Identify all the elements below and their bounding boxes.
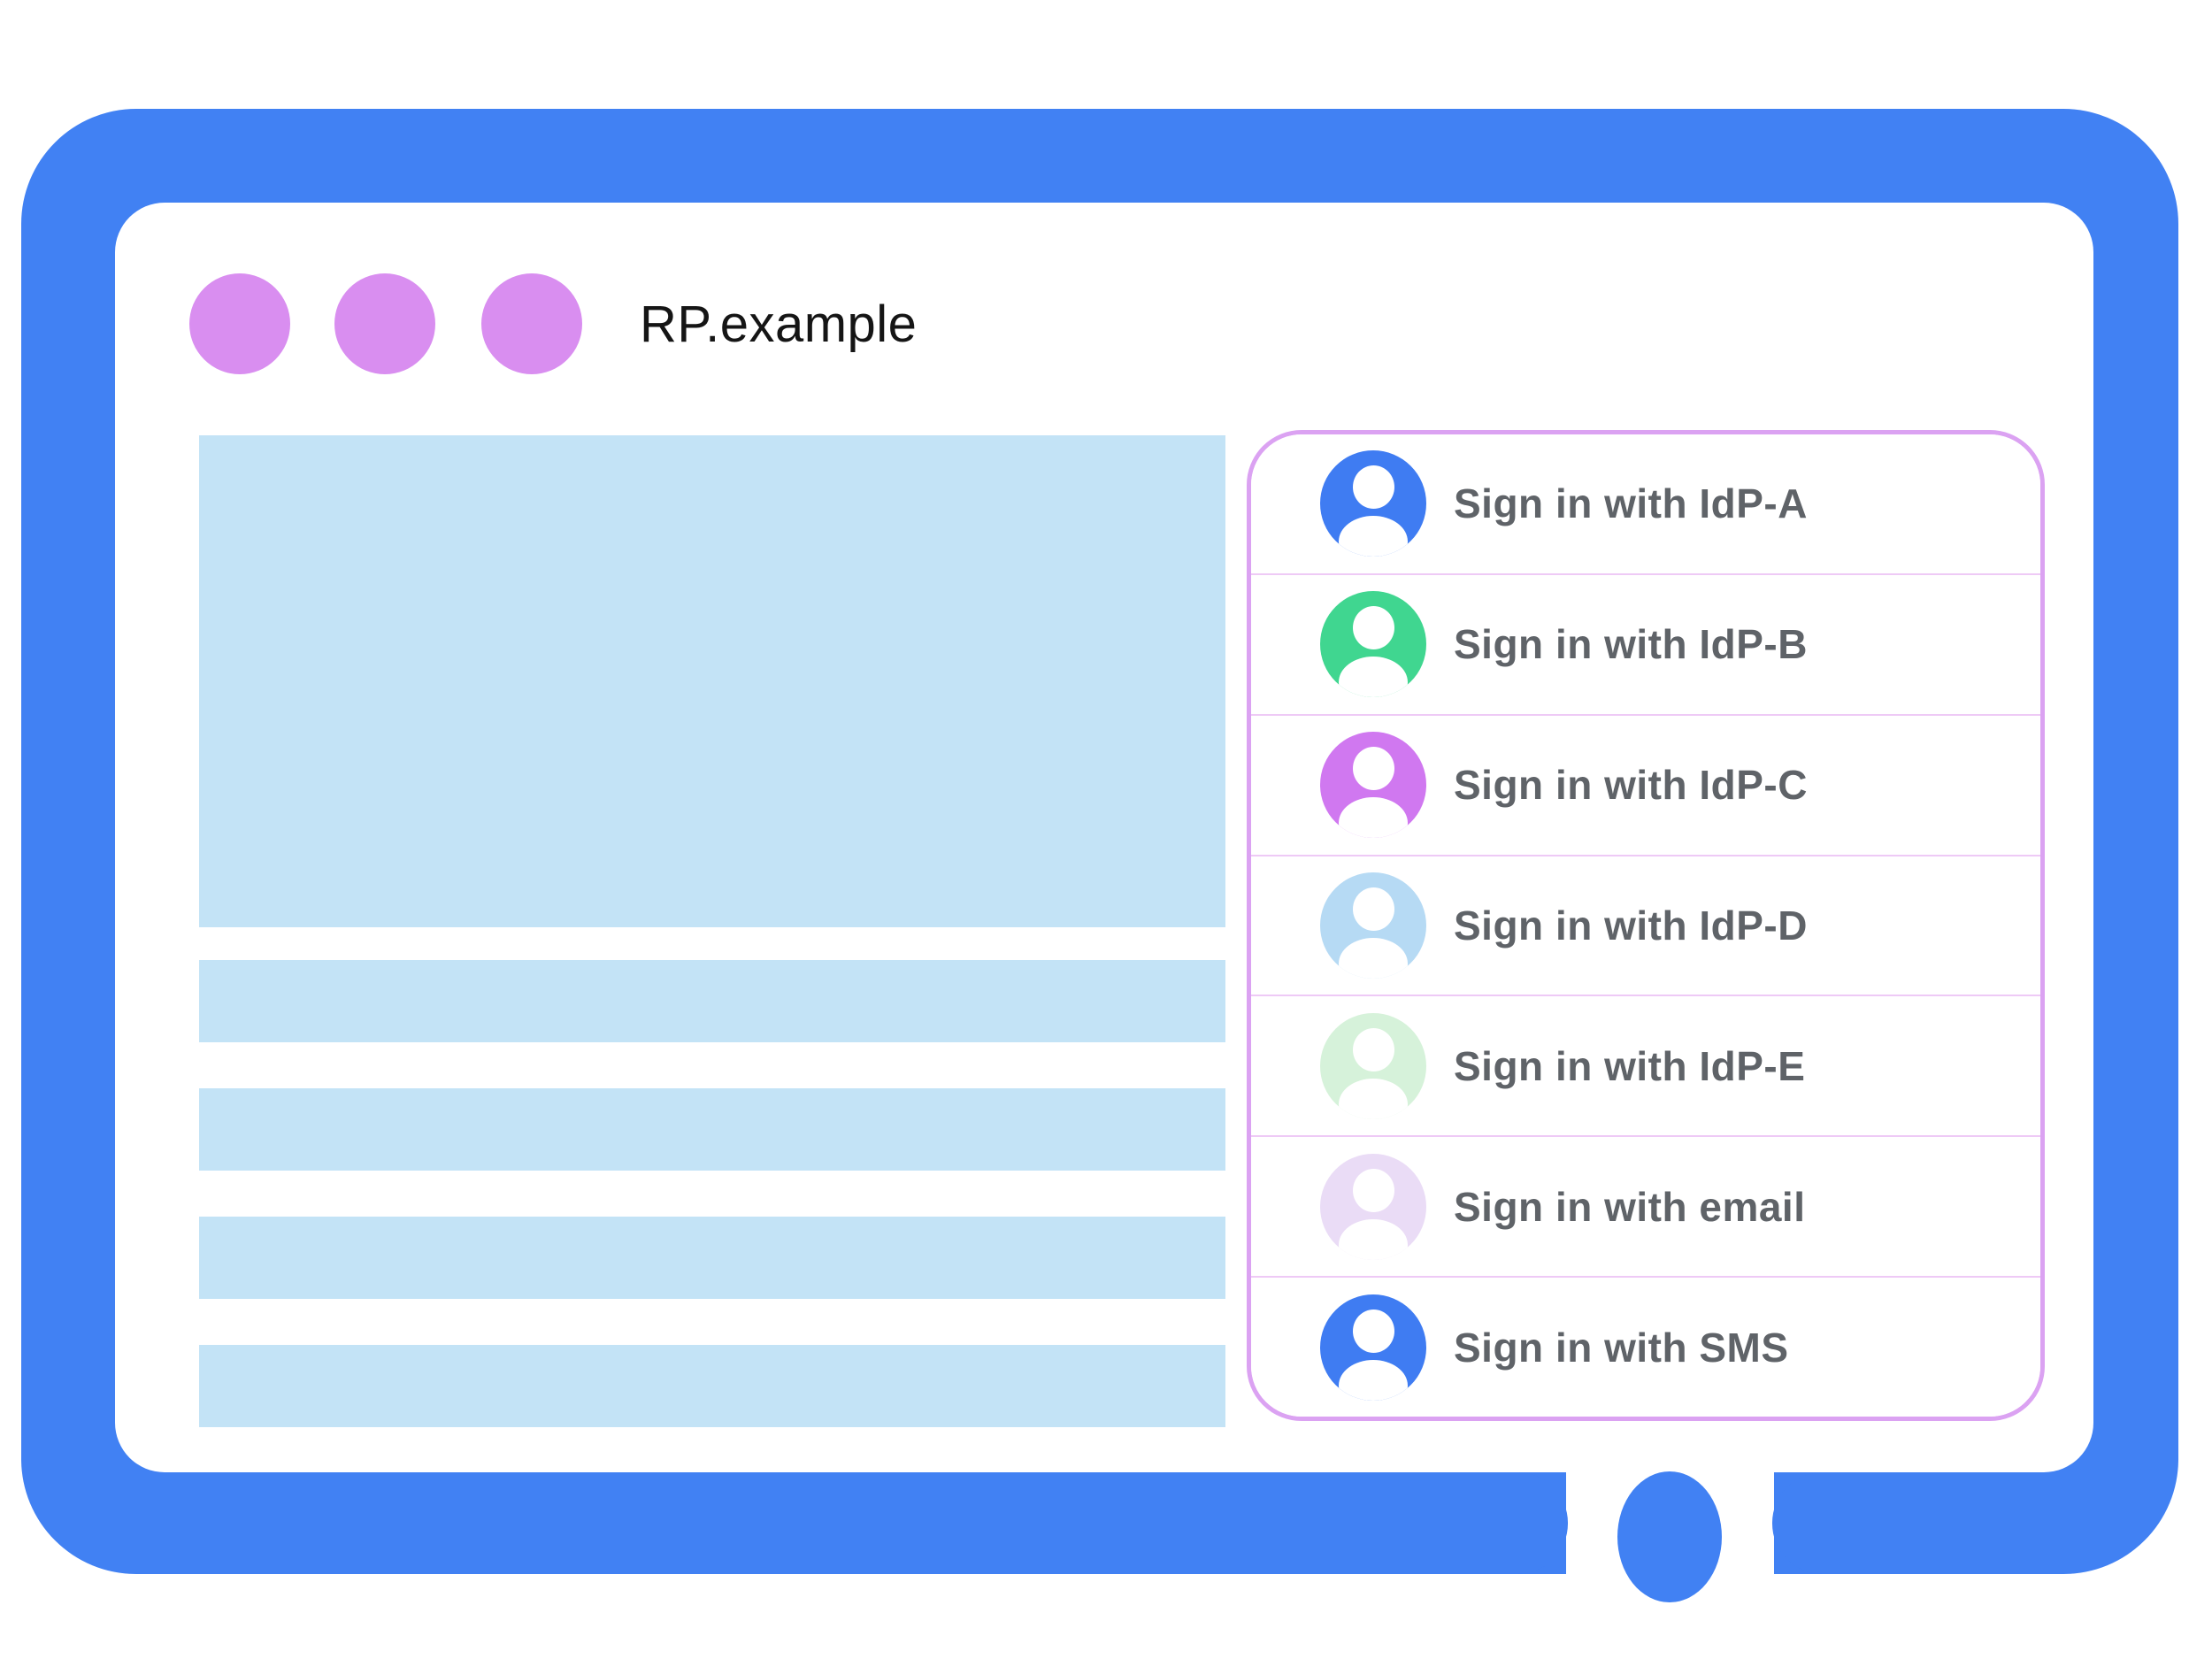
- content-text-bar: [199, 1345, 1225, 1427]
- person-avatar-icon: [1320, 591, 1426, 698]
- browser-screen: RP.example Sign in with IdP-A: [115, 203, 2093, 1472]
- signin-panel: Sign in with IdP-A Sign in with IdP-B Si…: [1247, 430, 2045, 1421]
- content-hero-block: [199, 435, 1225, 927]
- signin-option-label: Sign in with IdP-D: [1454, 902, 1808, 949]
- signin-option-label: Sign in with IdP-C: [1454, 762, 1808, 809]
- page-title: RP.example: [640, 295, 918, 353]
- window-dot-icon: [481, 273, 582, 374]
- signin-option-idp-a[interactable]: Sign in with IdP-A: [1251, 434, 2040, 573]
- signin-option-label: Sign in with IdP-A: [1454, 480, 1808, 527]
- signin-option-idp-c[interactable]: Sign in with IdP-C: [1251, 713, 2040, 855]
- signin-option-idp-d[interactable]: Sign in with IdP-D: [1251, 854, 2040, 995]
- signin-option-email[interactable]: Sign in with email: [1251, 1135, 2040, 1277]
- home-button[interactable]: [1617, 1471, 1722, 1602]
- window-dot-icon: [334, 273, 435, 374]
- signin-option-label: Sign in with IdP-E: [1454, 1042, 1806, 1089]
- signin-option-idp-e[interactable]: Sign in with IdP-E: [1251, 995, 2040, 1136]
- signin-option-label: Sign in with IdP-B: [1454, 621, 1808, 668]
- signin-option-sms[interactable]: Sign in with SMS: [1251, 1276, 2040, 1417]
- content-text-bar: [199, 1217, 1225, 1299]
- signin-option-label: Sign in with email: [1454, 1183, 1806, 1230]
- bezel-cap-left: [1497, 1472, 1568, 1574]
- window-dot-icon: [189, 273, 290, 374]
- content-text-bar: [199, 960, 1225, 1042]
- person-avatar-icon: [1320, 1153, 1426, 1260]
- person-avatar-icon: [1320, 732, 1426, 839]
- person-avatar-icon: [1320, 1012, 1426, 1119]
- signin-option-idp-b[interactable]: Sign in with IdP-B: [1251, 572, 2040, 714]
- person-avatar-icon: [1320, 1294, 1426, 1401]
- bezel-cap-right: [1772, 1472, 1843, 1574]
- person-avatar-icon: [1320, 450, 1426, 557]
- signin-option-label: Sign in with SMS: [1454, 1324, 1789, 1371]
- content-text-bar: [199, 1088, 1225, 1171]
- tablet-frame: RP.example Sign in with IdP-A: [21, 109, 2178, 1602]
- person-avatar-icon: [1320, 872, 1426, 979]
